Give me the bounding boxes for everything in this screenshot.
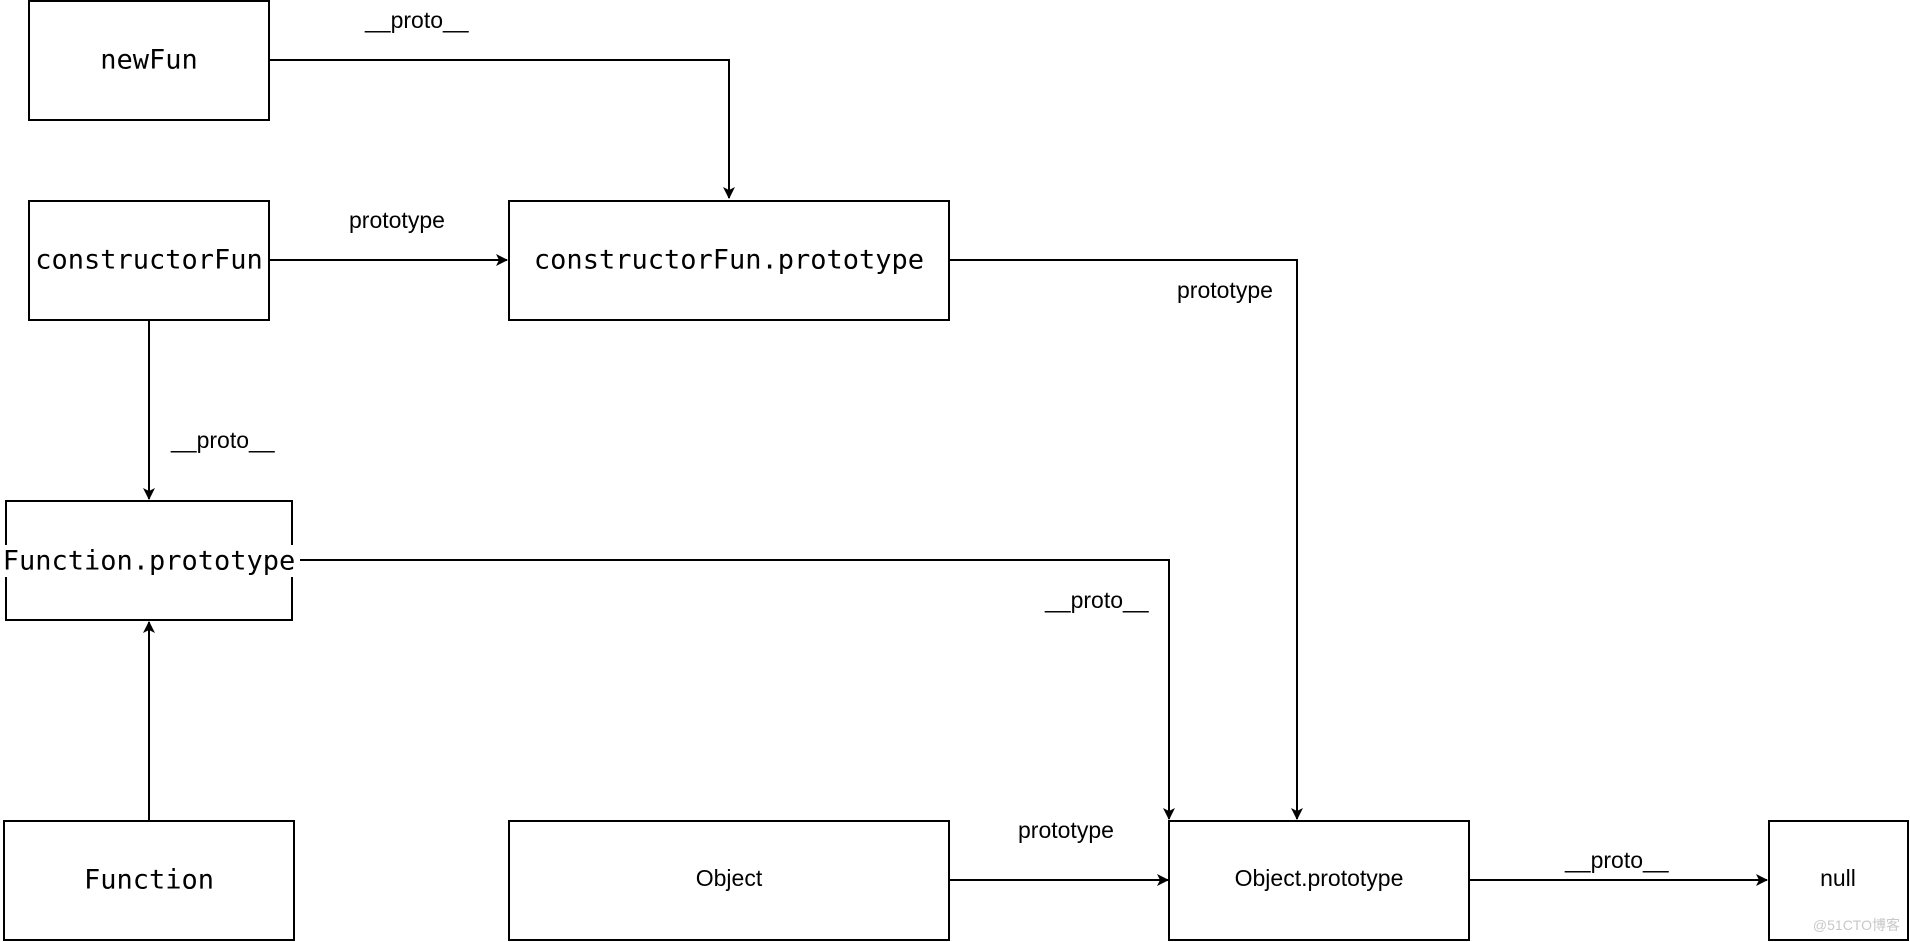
edge-label-cfp-prototype: prototype [1177,277,1273,303]
node-newfun: newFun [28,0,270,121]
node-constructorfun-prototype-label: constructorFun.prototype [534,245,924,276]
node-newfun-label: newFun [100,45,198,76]
edge-newfun-to-constructorfun-prototype [269,59,735,199]
edge-label-object-prototype: prototype [1018,817,1114,843]
edge-label-constructorfun-prototype: prototype [349,207,445,233]
edge-label-function-prototype-proto: __proto__ [1044,587,1150,613]
edge-label-object-prototype-proto: __proto__ [1564,847,1670,873]
edge-label-constructorfun-proto: __proto__ [170,427,276,453]
node-constructorfun-label: constructorFun [35,245,263,276]
edge-constructorfun-prototype-to-object-prototype [949,259,1303,820]
node-object-prototype-label: Object.prototype [1235,865,1404,891]
edge-function-prototype-to-object-prototype [292,559,1175,820]
node-constructorfun-prototype: constructorFun.prototype [508,200,950,321]
edge-label-newfun-proto: __proto__ [364,7,470,33]
node-object: Object [508,820,950,941]
watermark: @51CTO博客 [1813,917,1900,933]
node-function: Function [3,820,295,941]
node-function-label: Function [84,865,214,896]
node-object-label: Object [696,865,763,891]
node-function-prototype: Function.prototype [0,500,300,621]
node-function-prototype-label: Function.prototype [3,546,296,577]
node-object-prototype: Object.prototype [1168,820,1470,941]
node-constructorfun: constructorFun [28,200,270,321]
node-null-label: null [1820,865,1856,891]
node-null: null [1768,820,1909,941]
